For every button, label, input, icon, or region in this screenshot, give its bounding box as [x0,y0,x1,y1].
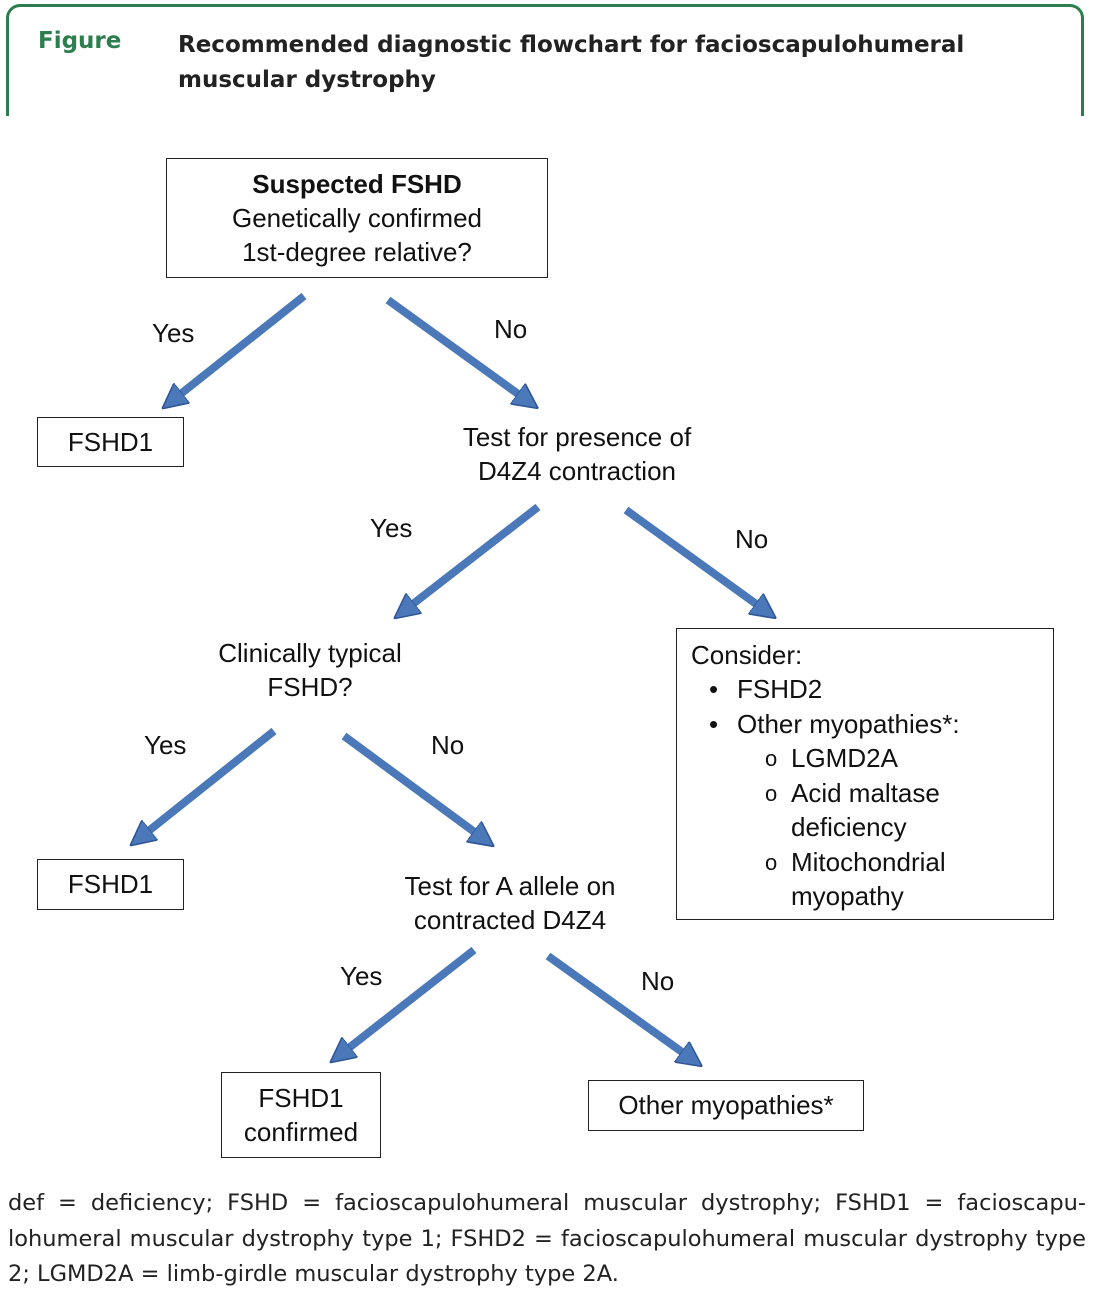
arrow-d4z4-no [623,506,770,614]
fshd1-clinical-node: FSHD1 [37,859,184,910]
edge-label-yes-4: Yes [340,961,383,991]
edge-label-no-1: No [494,314,528,344]
fshd1-result-label: FSHD1 [67,427,154,457]
figure-label: Figure [38,28,122,54]
start-node: Suspected FSHD Genetically confirmed 1st… [166,158,548,278]
figure-header-frame [6,4,1084,116]
clinical-node: Clinically typical FSHD? [180,636,440,704]
fshd1-clinical-label: FSHD1 [67,869,154,899]
start-node-title: Suspected FSHD [252,169,462,199]
test-d4z4-line1: Test for presence of [462,422,692,452]
consider-bullet-mark-2: • [709,709,719,739]
edge-label-no-4: No [641,966,675,996]
consider-sub-mark-1: o [765,746,778,771]
clinical-line1: Clinically typical [218,638,402,668]
fshd1-result-node: FSHD1 [37,417,184,467]
edge-label-no-3: No [431,730,465,760]
fshd1-confirmed-line1: FSHD1 [258,1083,344,1113]
consider-sub-3-line2: myopathy [791,881,904,911]
test-allele-node: Test for A allele on contracted D4Z4 [370,869,650,937]
other-myopathies-label: Other myopathies* [618,1090,834,1120]
arrow-start-yes [168,292,307,404]
fshd1-confirmed-line2: confirmed [243,1117,359,1147]
edge-label-no-2: No [735,524,769,554]
consider-sub-1: LGMD2A [791,743,898,773]
edge-label-yes-3: Yes [144,730,187,760]
start-node-line3: 1st-degree relative? [242,237,472,267]
fshd1-confirmed-node: FSHD1 confirmed [221,1072,381,1158]
consider-heading: Consider: [691,640,803,670]
test-d4z4-node: Test for presence of D4Z4 contraction [426,420,728,488]
consider-sub-2-line1: Acid maltase [791,778,940,808]
arrow-d4z4-yes [400,503,541,614]
arrow-clinical-no [341,732,488,842]
arrow-allele-yes [336,946,477,1058]
arrow-clinical-yes [136,727,277,841]
consider-sub-3-line1: Mitochondrial [791,847,946,877]
clinical-line2: FSHD? [267,672,353,702]
consider-bullet-1: FSHD2 [737,674,823,704]
edge-label-yes-2: Yes [370,513,413,543]
test-allele-line2: contracted D4Z4 [413,905,607,935]
consider-bullet-2: Other myopathies*: [737,709,960,739]
consider-sub-mark-3: o [765,850,778,875]
arrow-start-no [385,296,532,404]
consider-bullet-mark-1: • [709,674,719,704]
consider-sub-mark-2: o [765,781,778,806]
test-allele-line1: Test for A allele on [404,871,616,901]
consider-sub-2-line2: deficiency [791,812,907,842]
figure-footnote: def = deficiency; FSHD = facioscapulohum… [8,1190,1086,1287]
arrow-allele-no [545,952,696,1062]
test-d4z4-line2: D4Z4 contraction [478,456,676,486]
figure-title: Recommended diagnostic flowchart for fac… [178,32,965,93]
consider-node: Consider: • FSHD2 • Other myopathies*: o… [676,628,1054,920]
other-myopathies-node: Other myopathies* [588,1080,864,1131]
edge-label-yes-1: Yes [152,318,195,348]
start-node-line2: Genetically confirmed [232,203,482,233]
